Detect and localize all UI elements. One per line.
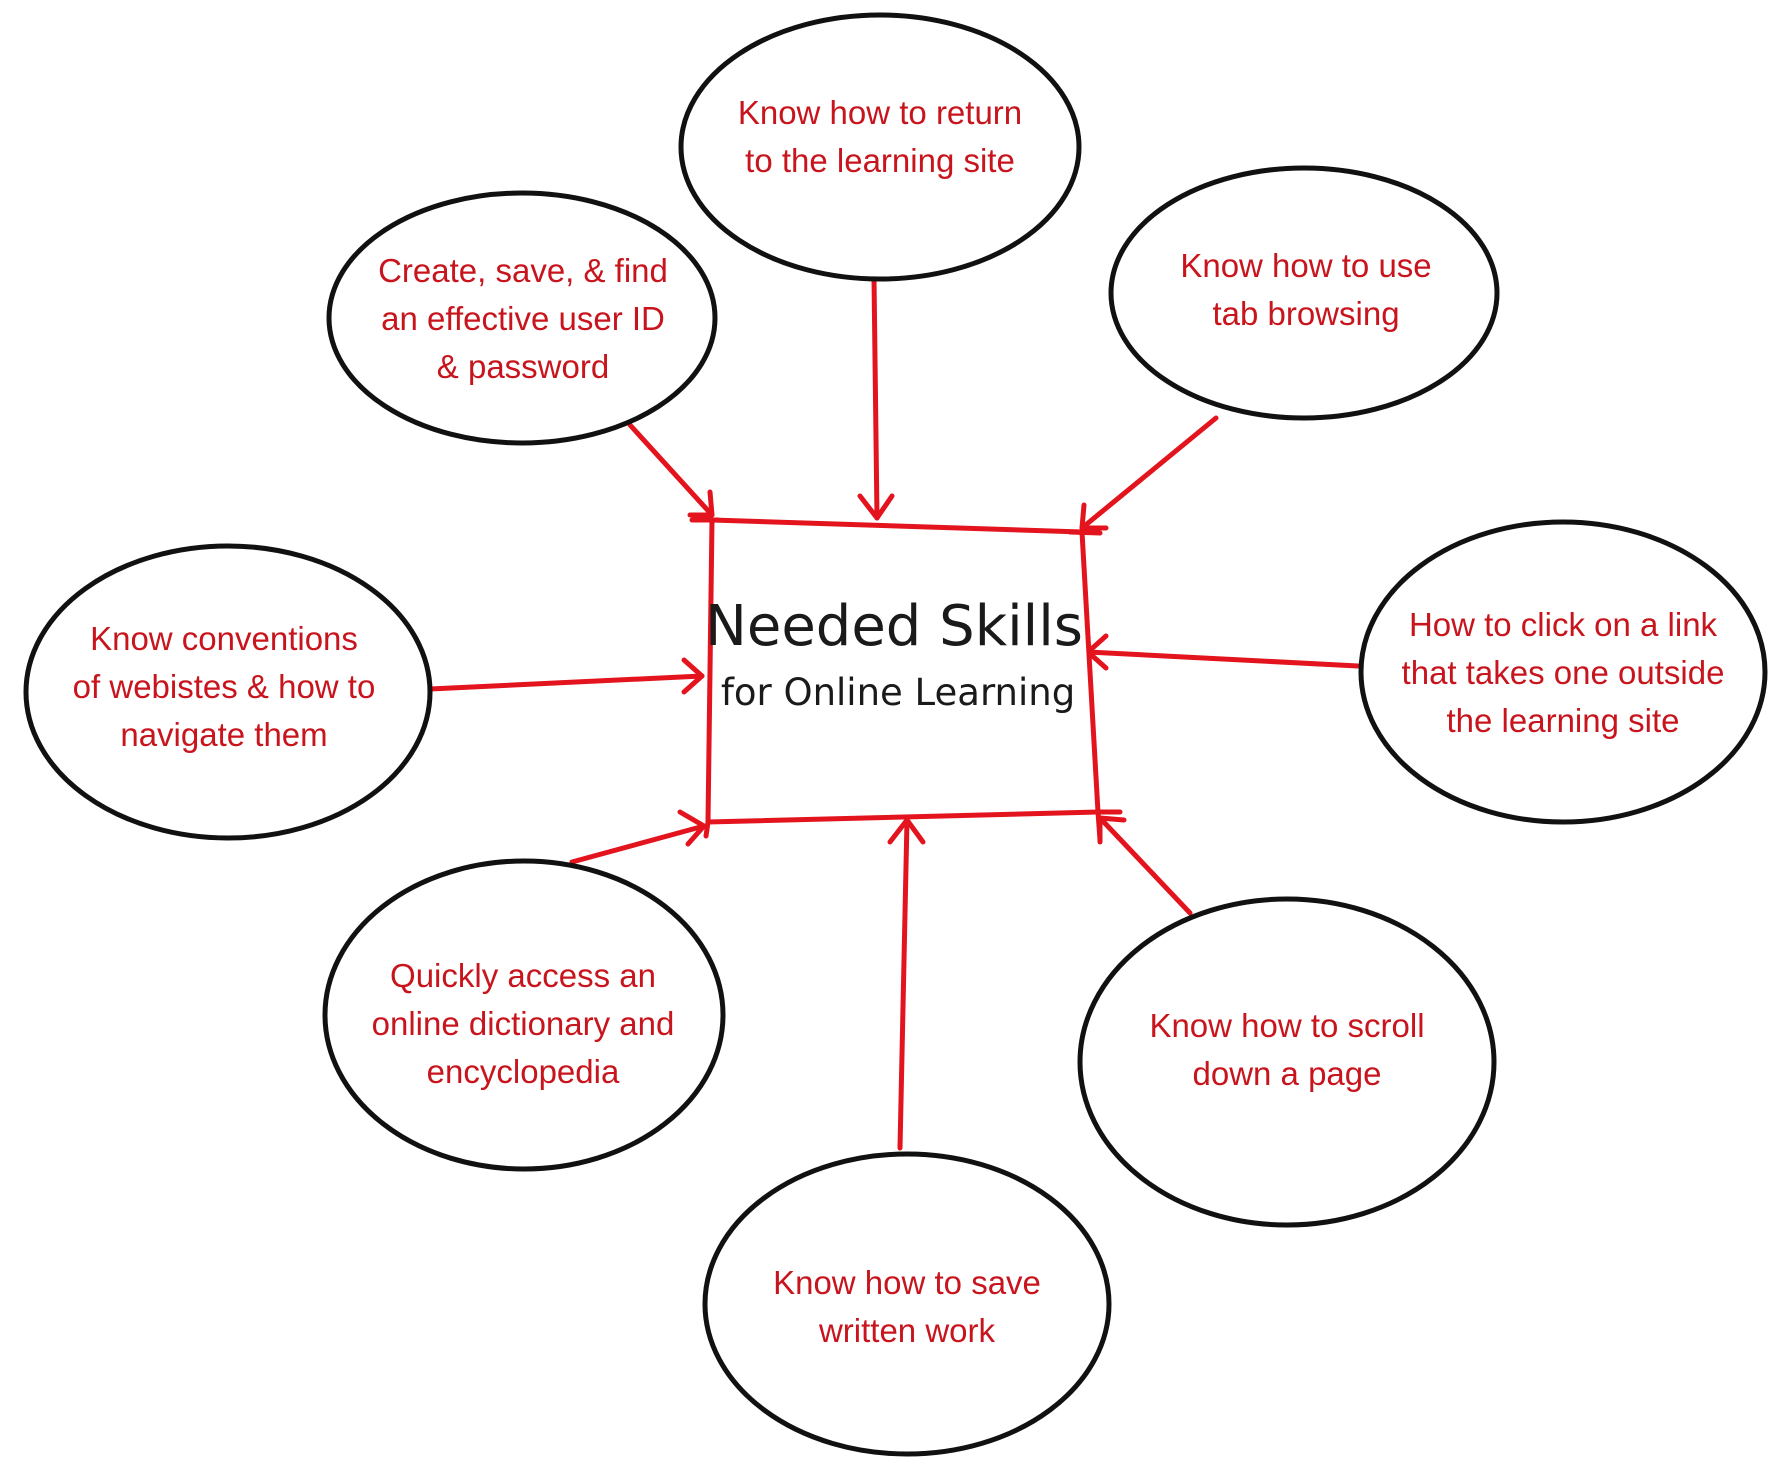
arrow-return-site (857, 275, 895, 521)
node-conventions-line-1: Know conventions (90, 620, 358, 657)
node-conventions-line-2: of webistes & how to (73, 668, 376, 705)
node-tab-browsing-line-2: tab browsing (1212, 295, 1399, 332)
node-user-id-line-3: & password (437, 348, 609, 385)
node-return-site: Know how to return to the learning site (678, 12, 1082, 282)
node-scroll: Know how to scroll down a page (1077, 896, 1497, 1228)
node-outside-link-line-1: How to click on a link (1409, 606, 1718, 643)
arrow-tab-browsing (1079, 415, 1219, 531)
arrow-dictionary (569, 809, 707, 865)
node-return-site-line-1: Know how to return (738, 94, 1022, 131)
center-box: Needed Skills for Online Learning (689, 517, 1123, 843)
node-tab-browsing: Know how to use tab browsing (1108, 165, 1500, 421)
node-save-work-line-1: Know how to save (773, 1264, 1041, 1301)
node-dictionary-line-1: Quickly access an (390, 957, 656, 994)
arrow-outside-link (1085, 633, 1361, 671)
node-outside-link-line-2: that takes one outside (1402, 654, 1725, 691)
node-dictionary-line-2: online dictionary and (372, 1005, 675, 1042)
arrow-save-work (887, 817, 926, 1151)
center-title: Needed Skills (705, 594, 1083, 659)
node-outside-link-line-3: the learning site (1447, 702, 1680, 739)
node-user-id-line-2: an effective user ID (381, 300, 665, 337)
center-subtitle: for Online Learning (721, 671, 1075, 714)
node-save-work-line-2: written work (818, 1312, 996, 1349)
node-tab-browsing-line-1: Know how to use (1180, 247, 1431, 284)
node-user-id-line-1: Create, save, & find (378, 252, 668, 289)
arrow-scroll (1097, 815, 1193, 916)
node-save-work: Know how to save written work (702, 1151, 1112, 1457)
node-conventions-line-3: navigate them (120, 716, 327, 753)
node-scroll-line-1: Know how to scroll (1149, 1007, 1424, 1044)
node-conventions: Know conventions of webistes & how to na… (23, 543, 433, 841)
arrow-conventions (427, 657, 705, 695)
node-outside-link: How to click on a link that takes one ou… (1358, 519, 1768, 825)
arrow-user-id (627, 422, 715, 518)
node-user-id: Create, save, & find an effective user I… (326, 190, 718, 446)
node-scroll-line-2: down a page (1193, 1055, 1382, 1092)
node-dictionary: Quickly access an online dictionary and … (322, 858, 726, 1172)
node-return-site-line-2: to the learning site (745, 142, 1015, 179)
node-dictionary-line-3: encyclopedia (427, 1053, 620, 1090)
